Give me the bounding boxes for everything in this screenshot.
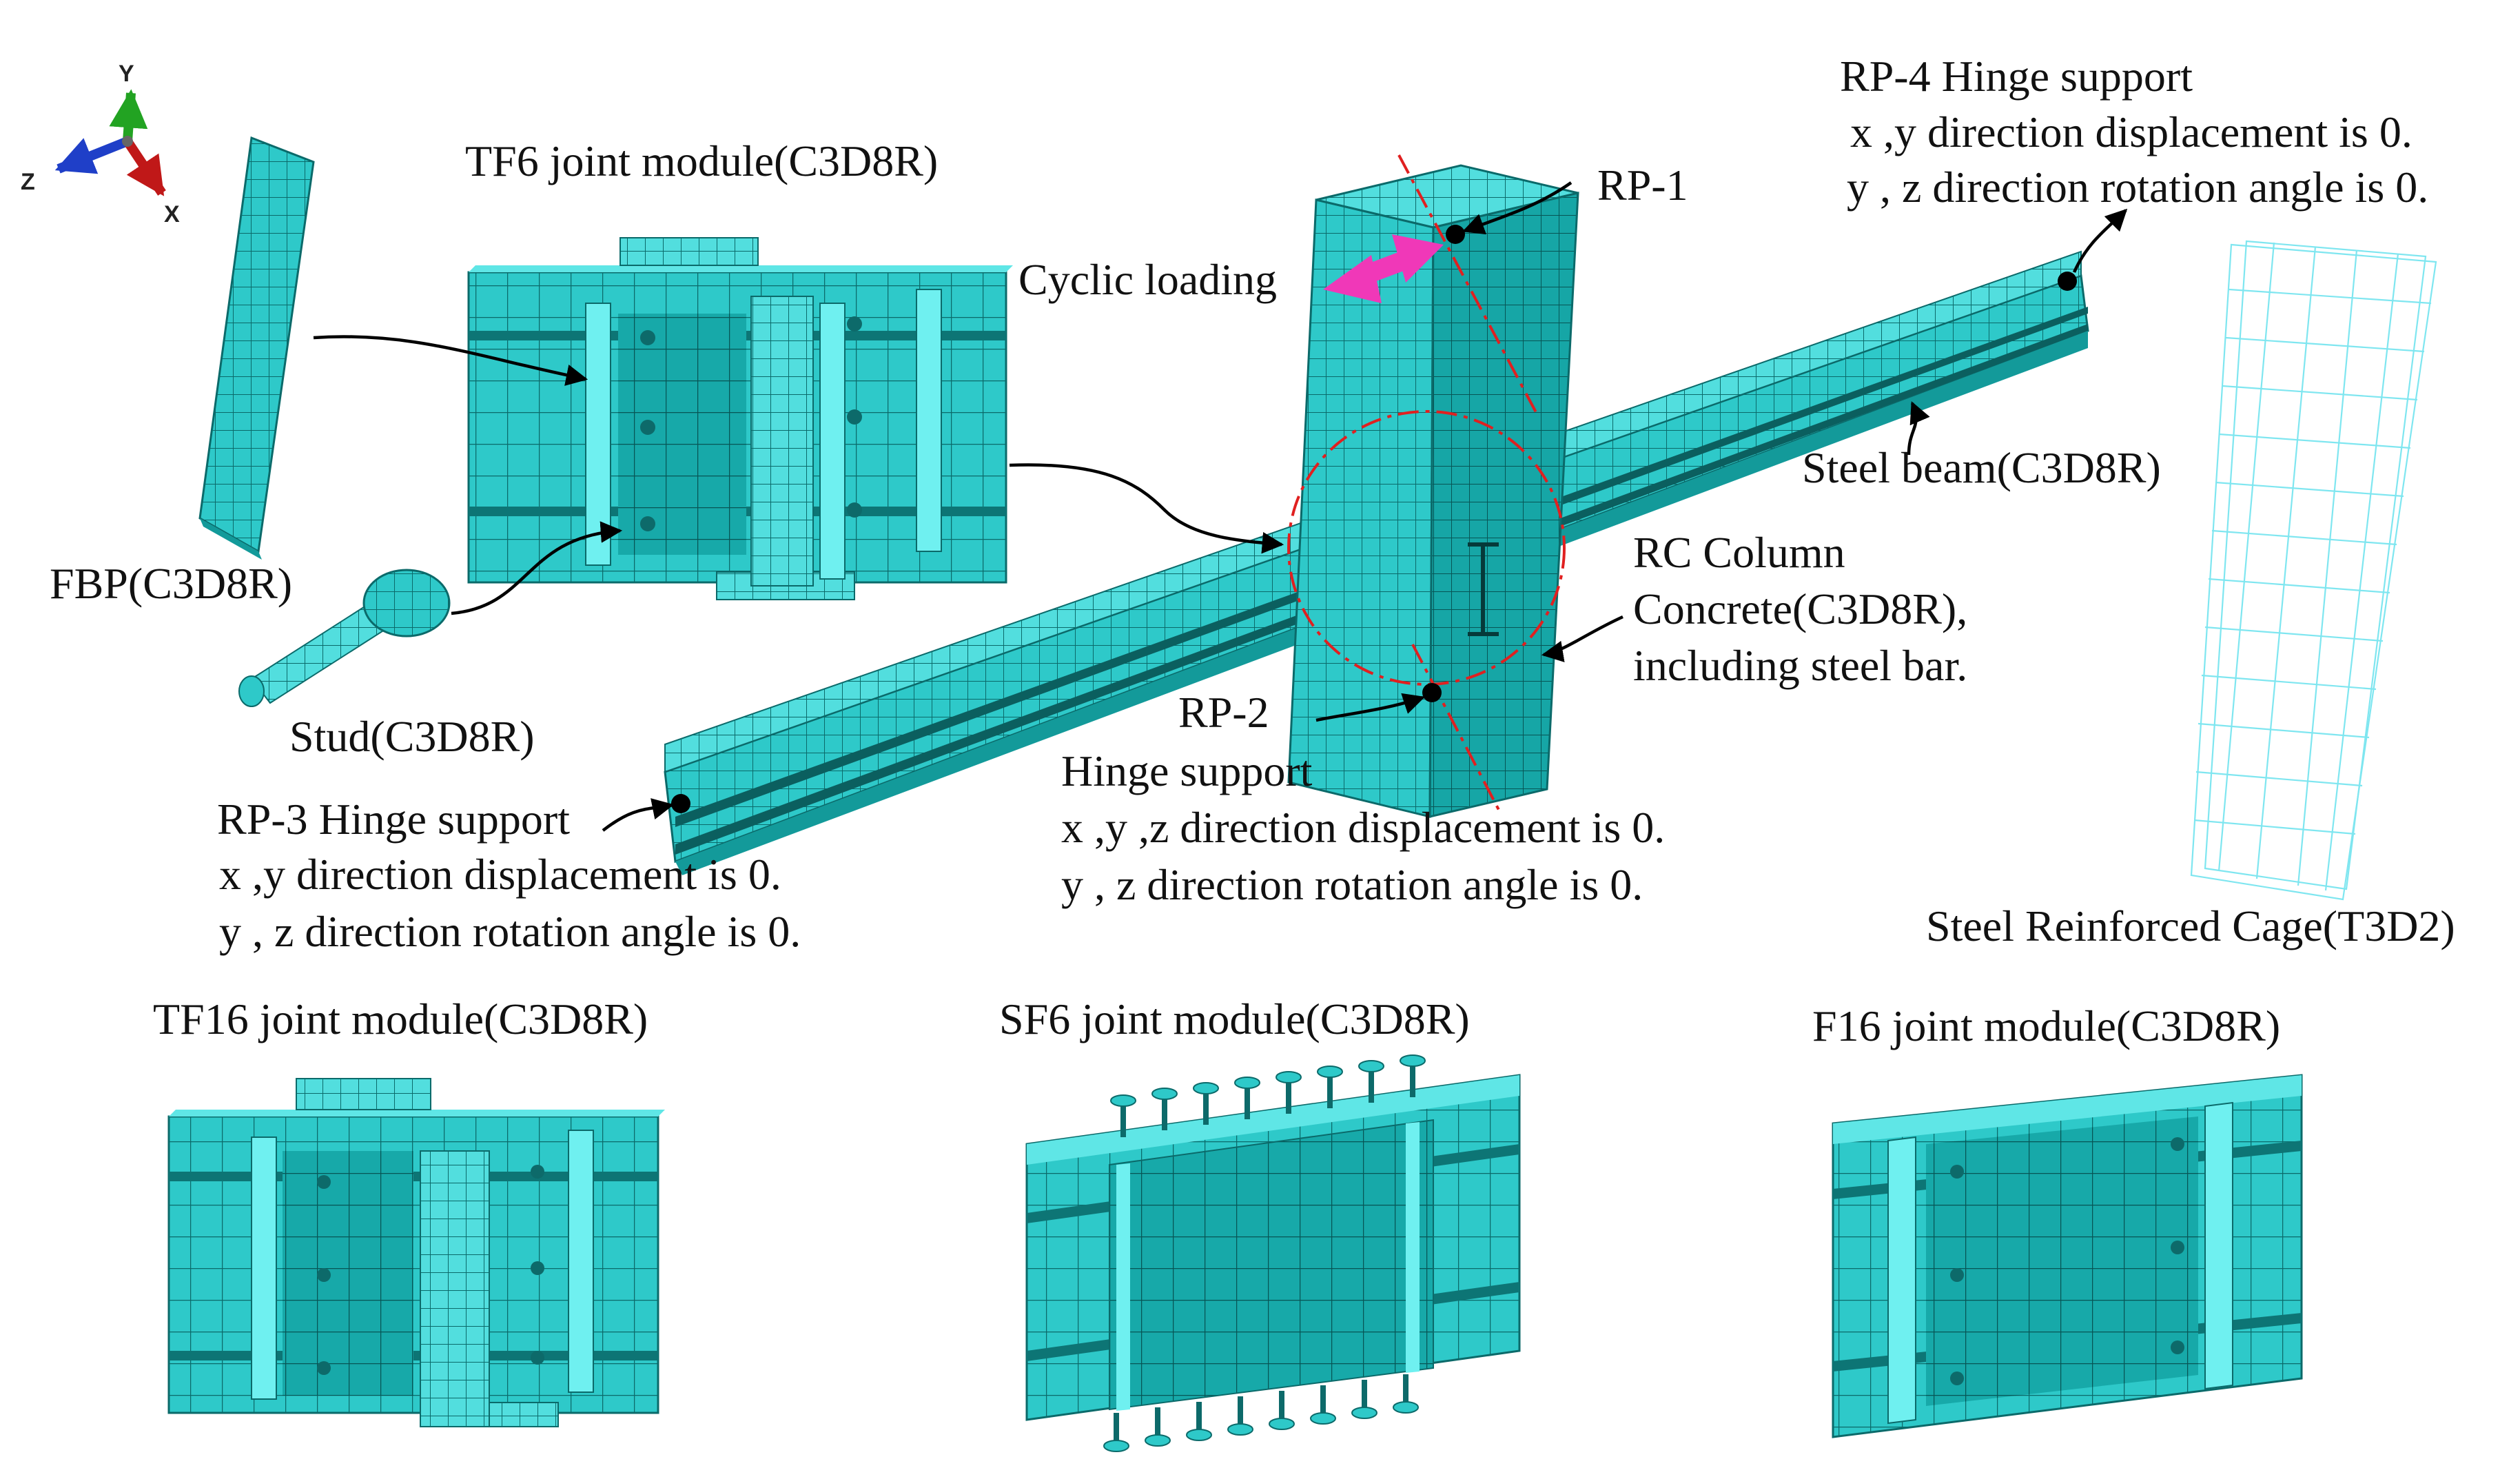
rp3-point <box>671 794 690 813</box>
rp2-line1: Hinge support <box>1061 746 1313 795</box>
rc-column-line1: RC Column <box>1633 528 1845 577</box>
tf6-label: TF6 joint module(C3D8R) <box>465 136 938 185</box>
tf6-module <box>467 237 1013 600</box>
column-axis-bottom <box>1411 644 1500 811</box>
rc-column-line2: Concrete(C3D8R), <box>1633 584 1967 633</box>
rp1-label: RP-1 <box>1597 161 1688 210</box>
rc-column-line3: including steel bar. <box>1633 641 1967 690</box>
z-axis-arrow <box>54 136 130 174</box>
cyclic-loading-arrow <box>1323 234 1444 303</box>
rp1-point <box>1446 225 1465 244</box>
tf16-label: TF16 joint module(C3D8R) <box>153 995 648 1043</box>
rp2-label: RP-2 <box>1178 688 1269 737</box>
joint-region-circle <box>1287 410 1566 686</box>
rp4-line3: y , z direction rotation angle is 0. <box>1847 163 2428 212</box>
cyclic-loading-label: Cyclic loading <box>1018 255 1277 304</box>
f16-module <box>1832 1074 2303 1438</box>
rp4-line2: x ,y direction displacement is 0. <box>1850 108 2413 156</box>
tf16-module <box>167 1078 665 1427</box>
rp4-line1: RP-4 Hinge support <box>1840 52 2193 101</box>
rp4-point <box>2058 272 2077 291</box>
sf6-label: SF6 joint module(C3D8R) <box>999 995 1470 1043</box>
column-axis-top <box>1397 154 1538 414</box>
stud-label: Stud(C3D8R) <box>289 712 535 761</box>
sf6-module <box>1025 1054 1521 1452</box>
steel-beam-label: Steel beam(C3D8R) <box>1802 443 2161 492</box>
x-axis-label: X <box>164 201 180 227</box>
y-axis-arrow <box>109 89 148 142</box>
rp3-line2: x ,y direction displacement is 0. <box>219 850 781 899</box>
rp2-line2: x ,y ,z direction displacement is 0. <box>1061 803 1665 852</box>
leader-arrows <box>313 181 2128 832</box>
fbp-label: FBP(C3D8R) <box>50 559 292 608</box>
stud <box>238 569 451 707</box>
rp2-point <box>1422 683 1442 702</box>
cage-label: Steel Reinforced Cage(T3D2) <box>1926 901 2455 950</box>
axis-triad: Y Z X <box>21 61 180 227</box>
rp2-line3: y , z direction rotation angle is 0. <box>1061 860 1643 909</box>
fbp-plate <box>198 136 315 560</box>
z-axis-label: Z <box>21 169 35 195</box>
f16-label: F16 joint module(C3D8R) <box>1812 1001 2280 1050</box>
rp3-line3: y , z direction rotation angle is 0. <box>219 907 801 956</box>
x-axis-arrow <box>123 139 166 196</box>
steel-cage <box>2190 240 2437 901</box>
y-axis-label: Y <box>119 61 134 87</box>
rc-column <box>1287 164 1579 818</box>
rp3-line1: RP-3 Hinge support <box>217 795 570 844</box>
